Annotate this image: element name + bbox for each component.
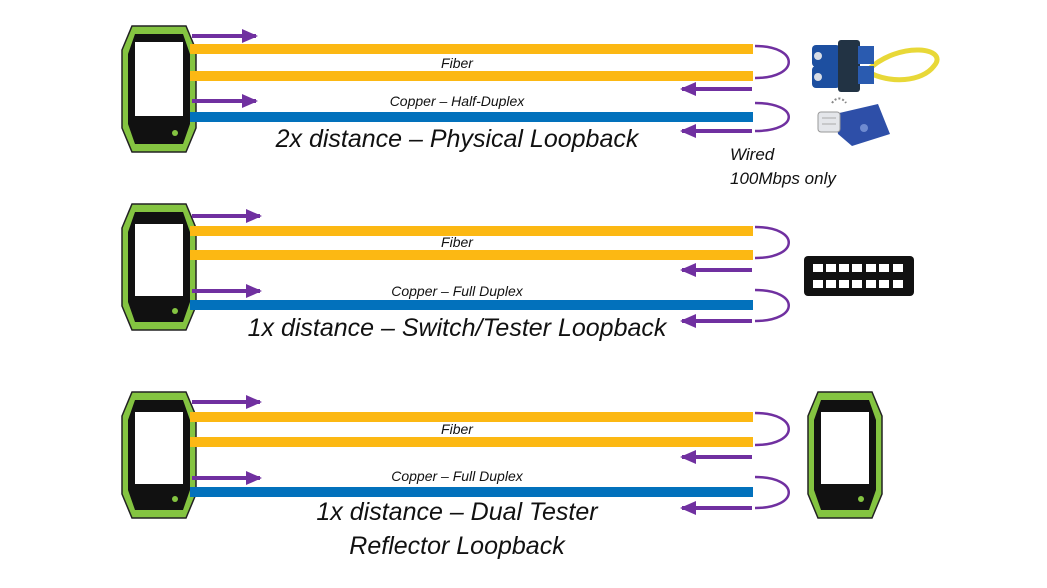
wired-note: Wired (730, 145, 775, 164)
status-led-icon (172, 130, 178, 136)
fiber-label: Fiber (441, 55, 474, 71)
section-caption: 2x distance – Physical Loopback (275, 125, 640, 153)
copper-label: Copper – Full Duplex (391, 283, 524, 299)
tester-device (121, 391, 197, 519)
section-switch-loopback: Fiber Copper – Full Duplex 1x distance –… (121, 203, 914, 342)
copper-label: Copper – Full Duplex (391, 468, 524, 484)
section-reflector-loopback: Fiber Copper – Full Duplex 1x distance –… (121, 391, 883, 560)
wired-note: 100Mbps only (730, 169, 837, 188)
loopback-curve-icon (754, 101, 790, 133)
fiber-cable-rx (190, 71, 753, 81)
loopback-curve-icon (754, 288, 790, 323)
switch-icon (804, 256, 914, 296)
fiber-cable-tx (190, 226, 753, 236)
fiber-cable-tx (190, 44, 753, 54)
copper-cable (190, 487, 753, 497)
status-led-icon (172, 308, 178, 314)
reflector-tester-device (807, 391, 883, 519)
loopback-curve-icon (754, 225, 790, 260)
section-caption: 1x distance – Switch/Tester Loopback (248, 314, 668, 342)
fiber-cable-tx (190, 412, 753, 422)
copper-cable (190, 300, 753, 310)
tester-device (121, 25, 197, 153)
loopback-curve-icon (754, 44, 790, 80)
fiber-label: Fiber (441, 421, 474, 437)
section-caption: Reflector Loopback (349, 532, 566, 560)
fiber-loopback-plug-icon (812, 40, 940, 92)
fiber-label: Fiber (441, 234, 474, 250)
status-led-icon (172, 496, 178, 502)
section-caption: 1x distance – Dual Tester (316, 498, 599, 526)
tester-device (121, 203, 197, 331)
fiber-cable-rx (190, 437, 753, 447)
loopback-curve-icon (754, 475, 790, 510)
copper-cable (190, 112, 753, 122)
section-physical-loopback: Fiber Copper – Half-Duplex 2x distance –… (121, 25, 940, 188)
fiber-cable-rx (190, 250, 753, 260)
copper-loopback-plug-icon (817, 97, 890, 146)
copper-label: Copper – Half-Duplex (390, 93, 526, 109)
loopback-curve-icon (754, 411, 790, 447)
status-led-icon (858, 496, 864, 502)
